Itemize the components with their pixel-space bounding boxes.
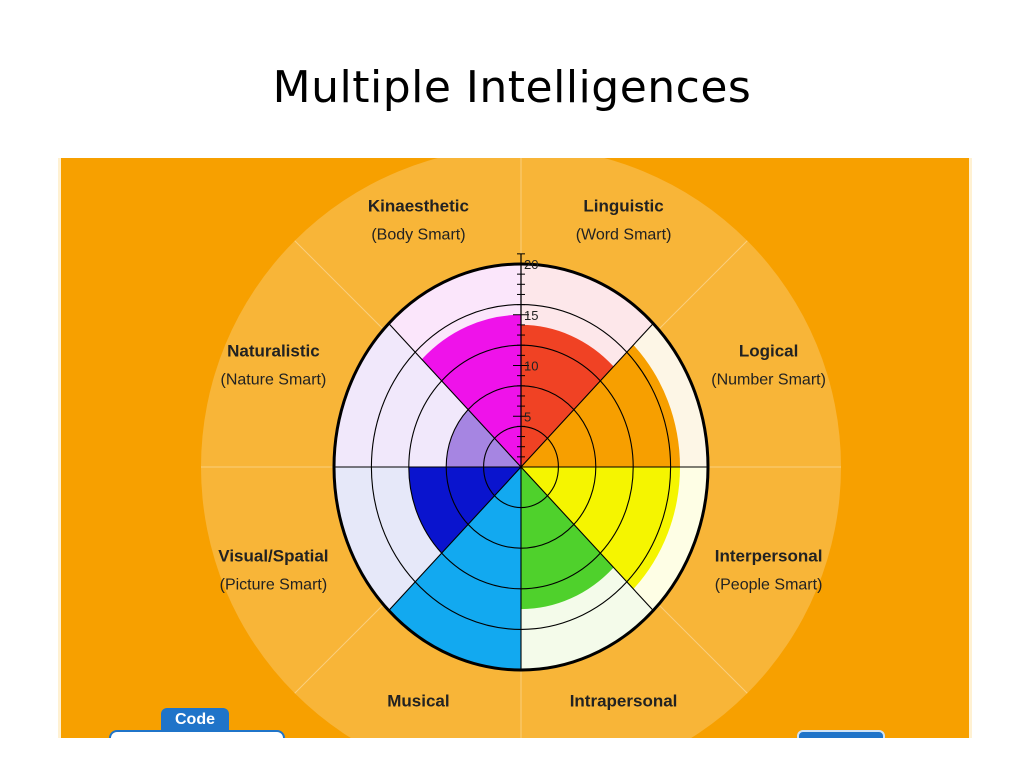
intelligence-wheel-chart: 5 10 15 20 Linguistic (Word Smart) Logical (Nu… — [201, 158, 841, 738]
spoke-1 — [520, 323, 654, 468]
category-label-6: Naturalistic — [227, 341, 320, 360]
spoke-3 — [520, 466, 654, 611]
axis-tick-label-20: 20 — [524, 257, 538, 272]
category-label-4: Musical — [387, 692, 449, 711]
chart-panel: 5 10 15 20 Linguistic (Word Smart) Logical (Nu… — [58, 158, 972, 738]
code-input[interactable] — [109, 730, 285, 738]
axis-tick-label-15: 15 — [524, 308, 538, 323]
category-label-0: Linguistic — [583, 196, 663, 215]
category-sublabel-6: (Nature Smart) — [221, 371, 327, 388]
category-label-5: Visual/Spatial — [218, 547, 328, 566]
bar-musical — [388, 467, 521, 670]
bar-linguistic — [521, 324, 614, 467]
value-sectors — [388, 314, 680, 670]
category-sublabel-5: (Picture Smart) — [220, 577, 328, 594]
bar-visual-spatial — [408, 467, 521, 554]
category-sublabel-2: (People Smart) — [715, 577, 823, 594]
page-title: Multiple Intelligences — [272, 62, 752, 113]
category-labels: Linguistic (Word Smart) Logical (Number Sma… — [218, 196, 826, 710]
category-label-1: Logical — [739, 341, 799, 360]
axis-tick-label-5: 5 — [524, 409, 531, 424]
submit-button[interactable] — [797, 730, 885, 738]
category-label-3: Intrapersonal — [570, 692, 678, 711]
category-sublabel-7: (Body Smart) — [371, 226, 465, 243]
spoke-5 — [388, 466, 522, 611]
bar-intrapersonal — [521, 467, 614, 610]
category-label-7: Kinaesthetic — [368, 196, 469, 215]
radial-axis: 5 10 15 20 — [513, 253, 538, 467]
bar-interpersonal — [521, 467, 680, 589]
bar-kinaesthetic — [421, 314, 521, 467]
axis-tick-label-10: 10 — [524, 359, 538, 374]
category-sublabel-0: (Word Smart) — [576, 226, 672, 243]
spoke-7 — [388, 323, 522, 468]
category-sublabel-1: (Number Smart) — [711, 371, 826, 388]
code-tab[interactable]: Code — [161, 708, 229, 732]
bar-logical — [521, 345, 680, 467]
category-label-2: Interpersonal — [715, 547, 823, 566]
bar-naturalistic — [446, 409, 521, 467]
